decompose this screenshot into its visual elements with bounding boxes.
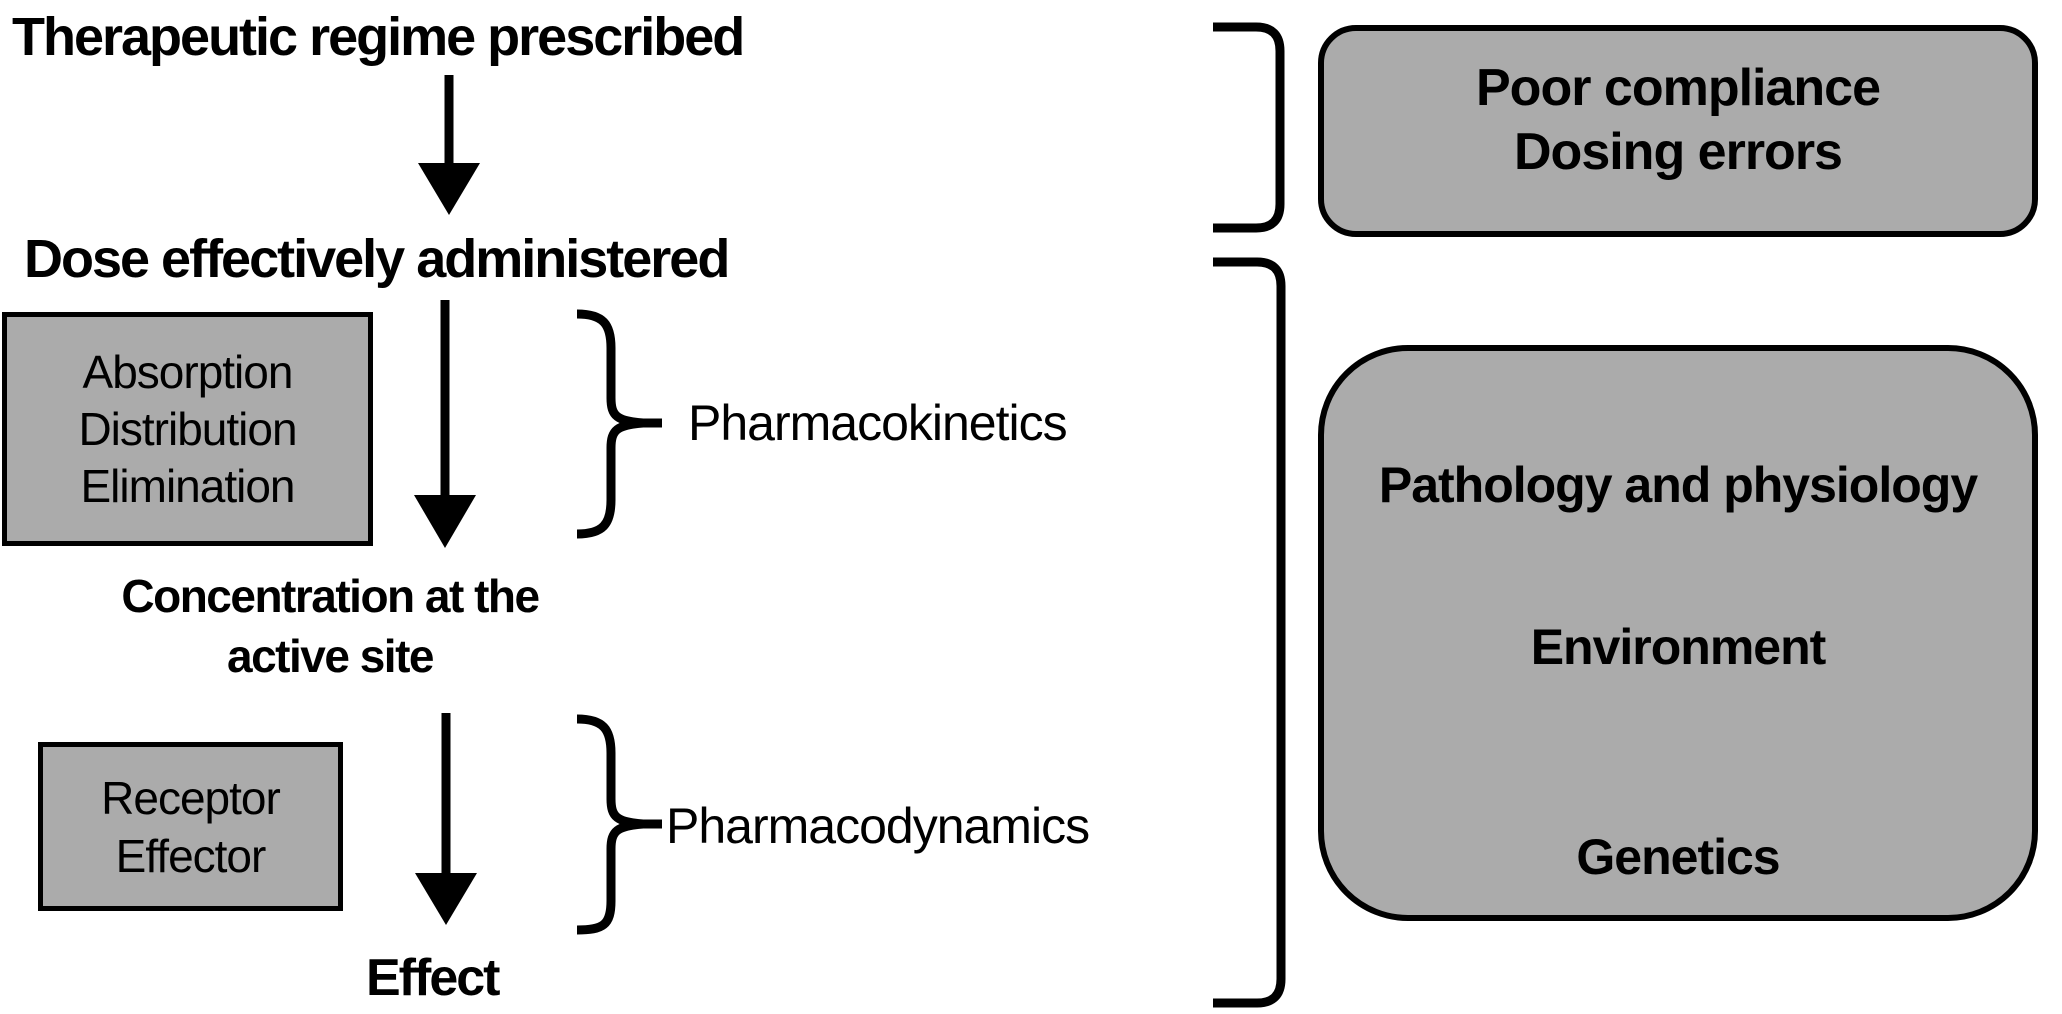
down-arrow-2-icon (414, 300, 476, 548)
pharmacodynamics-label: Pharmacodynamics (666, 798, 1090, 854)
patient-factors-bracket-icon (1213, 257, 1286, 1008)
adme-box: Absorption Distribution Elimination (2, 312, 373, 546)
compliance-box: Poor compliance Dosing errors (1318, 25, 2038, 237)
pharmacodynamics-brace-icon (576, 714, 662, 935)
dosing-errors-line: Dosing errors (1514, 123, 1843, 181)
adme-line-elimination: Elimination (80, 459, 296, 512)
step-concentration: Concentration at the active site (90, 566, 570, 686)
down-arrow-1-icon (418, 75, 480, 215)
pathology-physiology-line: Pathology and physiology (1378, 457, 1978, 513)
environment-line: Environment (1530, 619, 1827, 675)
concentration-line-2: active site (227, 630, 434, 682)
step-therapeutic-regime: Therapeutic regime prescribed (12, 7, 745, 67)
pharmacokinetics-label: Pharmacokinetics (688, 395, 1068, 451)
effector-line: Effector (115, 829, 267, 882)
down-arrow-3-icon (415, 713, 477, 925)
receptor-effector-box: Receptor Effector (38, 742, 343, 911)
adme-line-distribution: Distribution (78, 402, 297, 455)
patient-factors-box: Pathology and physiology Environment Gen… (1318, 345, 2038, 921)
pharmacokinetics-brace-icon (576, 309, 662, 539)
receptor-line: Receptor (101, 771, 281, 824)
compliance-bracket-icon (1213, 22, 1285, 233)
step-effect: Effect (366, 949, 500, 1007)
concentration-line-1: Concentration at the (121, 570, 540, 622)
genetics-line: Genetics (1576, 829, 1780, 885)
step-dose-administered: Dose effectively administered (24, 229, 730, 289)
adme-line-absorption: Absorption (82, 345, 294, 398)
poor-compliance-line: Poor compliance (1476, 59, 1881, 117)
